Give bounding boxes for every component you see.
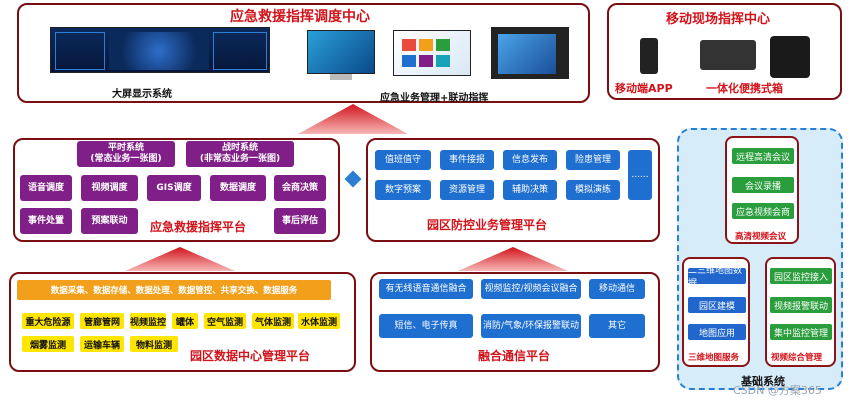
command-center-title: 应急救援指挥调度中心: [230, 9, 370, 25]
post-evaluation: 事后评估: [274, 208, 326, 234]
other-comm: 其它: [589, 314, 645, 338]
digital-plan: 数字预案: [375, 180, 431, 200]
info-release: 信息发布: [503, 150, 557, 170]
video-conf-fusion: 视频监控/视频会议融合: [481, 279, 581, 299]
connector-diamond-icon: [344, 170, 362, 188]
park-modeling: 园区建模: [688, 297, 746, 313]
watermark: CSDN @方案365: [733, 384, 822, 397]
simulation-drill: 模拟演练: [566, 180, 620, 200]
sms-fax: 短信、电子传真: [379, 314, 473, 338]
portable-box-label: 一体化便携式箱: [706, 82, 783, 95]
base-systems-title: 基础系统: [741, 375, 785, 388]
video-mgmt-title: 视频综合管理: [771, 353, 823, 363]
monitor-image-3: [491, 27, 569, 79]
meeting-recording: 会议录播: [732, 177, 794, 193]
consultation-decision: 会商决策: [274, 175, 326, 201]
arrow-up-to-center: [298, 104, 408, 134]
mobile-center-title: 移动现场指挥中心: [666, 12, 771, 27]
monitor-stand-1: [330, 74, 352, 80]
map-service-title: 三维地图服务: [688, 353, 740, 363]
remote-hd-meeting: 远程高清会议: [732, 148, 794, 164]
peace-system-box: 平时系统 (常态业务一张图): [77, 141, 175, 167]
case-device-image: [770, 36, 810, 78]
incident-handling: 事件处置: [20, 208, 72, 234]
hazard-management: 险患管理: [566, 150, 620, 170]
voice-dispatch: 语音调度: [20, 175, 72, 201]
alarm-linkage: 消防/气象/环保报警联动: [481, 314, 581, 338]
arrow-up-left: [125, 247, 235, 271]
mobile-comm: 移动通信: [589, 279, 645, 299]
radio-device-image: [640, 38, 658, 74]
comm-platform-title: 融合通信平台: [478, 349, 551, 363]
more-items: ......: [628, 150, 652, 200]
video-dispatch: 视频调度: [81, 175, 138, 201]
monitor-image-2: [393, 30, 471, 76]
war-system-box: 战时系统 (非常态业务一张图): [186, 141, 294, 167]
radio-voice-fusion: 有无线语音通信融合: [379, 279, 473, 299]
air-monitoring: 空气监测: [204, 313, 246, 329]
mobile-app-label: 移动端APP: [615, 82, 673, 95]
water-monitoring: 水体监测: [298, 313, 340, 329]
video-monitoring: 视频监控: [130, 313, 166, 329]
laptop-device-image: [700, 40, 756, 70]
pipe-gallery: 管廊管网: [80, 313, 124, 329]
map-application: 地图应用: [688, 324, 746, 340]
big-screen-image: [50, 27, 270, 73]
hd-video-title: 高清视频会议: [735, 232, 787, 242]
park-monitor-access: 园区监控接入: [770, 268, 832, 284]
duty-watch: 值班值守: [375, 150, 431, 170]
decision-support: 辅助决策: [503, 180, 557, 200]
monitor-image-1: [307, 30, 375, 74]
plan-linkage: 预案联动: [81, 208, 138, 234]
material-monitoring: 物料监测: [130, 336, 178, 352]
arrow-up-right: [458, 247, 568, 271]
data-dispatch: 数据调度: [210, 175, 266, 201]
major-hazard: 重大危险源: [22, 313, 74, 329]
event-report: 事件接报: [440, 150, 494, 170]
smoke-monitoring: 烟雾监测: [22, 336, 74, 352]
emergency-video-consult: 应急视频会商: [732, 203, 794, 219]
resource-management: 资源管理: [440, 180, 494, 200]
gis-dispatch: GIS调度: [147, 175, 201, 201]
tank: 罐体: [172, 313, 198, 329]
map-data: 二三维地图数据: [688, 266, 746, 289]
park-control-title: 园区防控业务管理平台: [427, 218, 548, 232]
gas-monitoring: 气体监测: [252, 313, 294, 329]
data-center-title: 园区数据中心管理平台: [190, 349, 311, 363]
transport-vehicle: 运输车辆: [80, 336, 124, 352]
video-alarm-linkage: 视频报警联动: [770, 297, 832, 313]
emergency-platform-title: 应急救援指挥平台: [150, 220, 247, 234]
data-services-banner: 数据采集、数据存储、数据处理、数据管控、共享交换、数据服务: [17, 280, 331, 300]
business-label: 应急业务管理+联动指挥: [380, 93, 489, 104]
big-screen-label: 大屏显示系统: [112, 89, 172, 100]
central-monitor-mgmt: 集中监控管理: [770, 324, 832, 340]
